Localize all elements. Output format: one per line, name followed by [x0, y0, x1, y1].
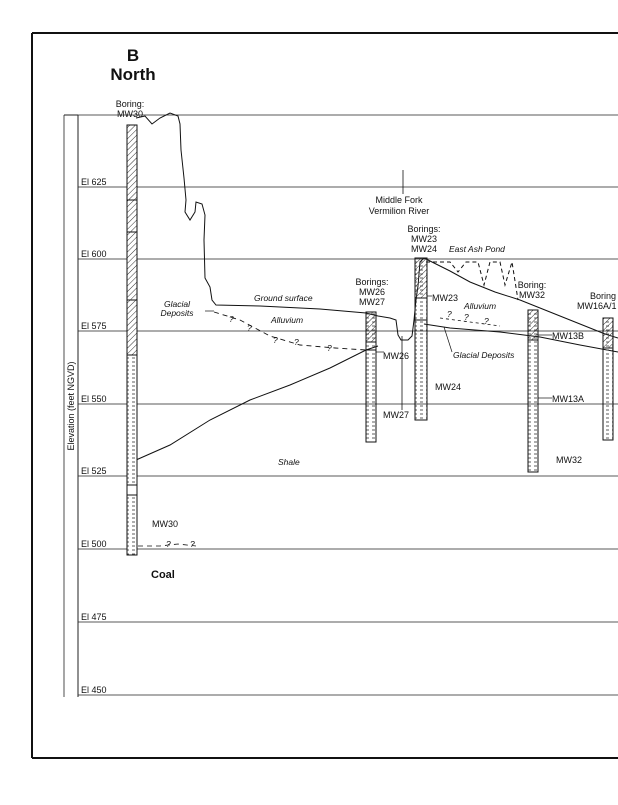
elevation-axis-label: Elevation (feet NGVD) — [66, 361, 76, 450]
glacial-deposits-label-2: Deposits — [160, 308, 194, 318]
boring-mw30-header-2: MW30 — [117, 109, 143, 119]
well-label-mw23: MW23 — [432, 293, 458, 303]
boring-mw16-column — [602, 317, 614, 441]
alluvium-left-label: Alluvium — [270, 315, 303, 325]
well-label-mw26: MW26 — [383, 351, 409, 361]
svg-text:?: ? — [247, 323, 252, 333]
svg-text:?: ? — [166, 539, 171, 549]
tick-label: El 575 — [81, 321, 107, 331]
boring-mw23-24-header-2: MW23 — [411, 234, 437, 244]
boring-mw32-header-2: MW32 — [519, 290, 545, 300]
svg-text:?: ? — [294, 337, 299, 347]
well-label-mw24: MW24 — [435, 382, 461, 392]
shale-contact-line — [135, 345, 379, 461]
boring-mw16-header-2: MW16A/1 — [577, 301, 617, 311]
well-label-mw30: MW30 — [152, 519, 178, 529]
boring-mw30-column — [126, 124, 138, 556]
tick-label: El 450 — [81, 685, 107, 695]
svg-text:?: ? — [327, 343, 332, 353]
svg-text:?: ? — [447, 309, 452, 319]
svg-text:?: ? — [229, 314, 234, 324]
section-direction: North — [110, 65, 155, 84]
ground-surface-line — [135, 112, 425, 341]
boring-mw26-27-header-2: MW26 — [359, 287, 385, 297]
alluvium-right-label: Alluvium — [463, 301, 496, 311]
glacial-deposits-label-1: Glacial — [164, 299, 191, 309]
tick-label: El 600 — [81, 249, 107, 259]
boring-mw32-header-1: Boring: — [518, 280, 547, 290]
boring-mw26-27-column — [365, 311, 377, 443]
svg-text:?: ? — [484, 316, 489, 326]
tick-label: El 525 — [81, 466, 107, 476]
pond-embankment — [426, 261, 519, 301]
river-label-1: Middle Fork — [375, 195, 423, 205]
svg-text:?: ? — [464, 312, 469, 322]
shale-label: Shale — [278, 457, 300, 467]
tick-label: El 550 — [81, 394, 107, 404]
svg-text:?: ? — [273, 335, 278, 345]
boring-mw30-header-1: Boring: — [116, 99, 145, 109]
svg-text:?: ? — [190, 539, 195, 549]
well-label-mw32: MW32 — [556, 455, 582, 465]
pond-label: East Ash Pond — [449, 244, 505, 254]
section-letter: B — [127, 46, 139, 65]
glacial-right-label: Glacial Deposits — [453, 350, 515, 360]
boring-mw32-column — [527, 309, 539, 473]
tick-label: El 475 — [81, 612, 107, 622]
well-label-mw13a: MW13A — [552, 394, 584, 404]
ground-surface-label: Ground surface — [254, 293, 313, 303]
boring-mw26-27-header-1: Borings: — [355, 277, 388, 287]
boring-mw26-27-header-3: MW27 — [359, 297, 385, 307]
boring-mw16-header-1: Boring — [590, 291, 616, 301]
boring-mw23-24-header-1: Borings: — [407, 224, 440, 234]
river-label-2: Vermilion River — [369, 206, 430, 216]
tick-label: El 625 — [81, 177, 107, 187]
boring-mw23-24-column — [414, 257, 428, 421]
coal-label: Coal — [151, 569, 175, 581]
boring-mw23-24-header-3: MW24 — [411, 244, 437, 254]
well-label-mw27: MW27 — [383, 410, 409, 420]
tick-label: El 500 — [81, 539, 107, 549]
elevation-tick-labels: El 625 El 600 El 575 El 550 El 525 El 50… — [81, 177, 107, 695]
well-label-mw13b: MW13B — [552, 331, 584, 341]
